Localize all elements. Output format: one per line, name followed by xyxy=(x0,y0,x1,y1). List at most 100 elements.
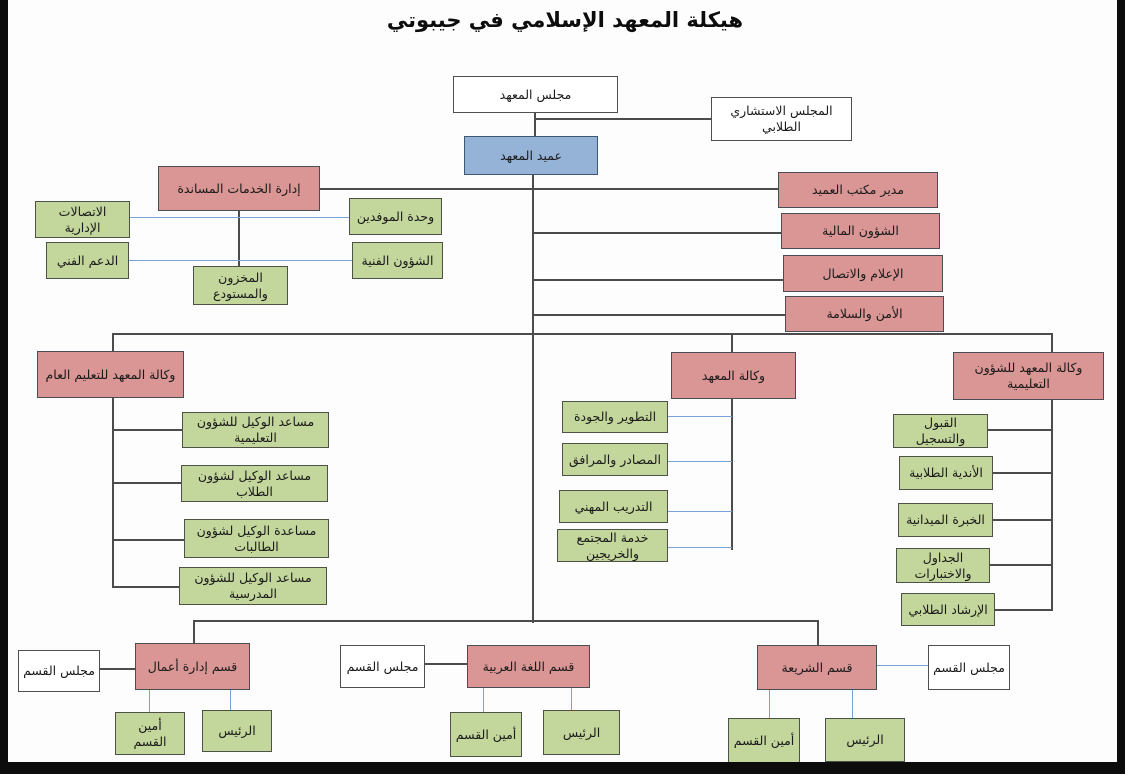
connector-line xyxy=(995,609,1053,611)
dept-sharia-label: قسم الشريعة xyxy=(781,659,853,675)
connector-line xyxy=(128,260,352,261)
agency-general-education-label: وكالة المعهد للتعليم العام xyxy=(45,366,176,382)
connector-line xyxy=(112,333,1053,335)
connector-line xyxy=(668,461,732,462)
institute-dean-label: عميد المعهد xyxy=(500,147,562,163)
schedules-exams-label: الجداول والاختبارات xyxy=(914,549,972,581)
student-clubs-box: الأندية الطلابية xyxy=(899,456,993,490)
technical-affairs-box: الشؤون الفنية xyxy=(352,242,443,279)
student-counseling-label: الإرشاد الطلابي xyxy=(908,601,988,617)
connector-line xyxy=(532,175,534,623)
inventory-warehouse-label: المخزون والمستودع xyxy=(213,269,268,301)
connector-line xyxy=(877,665,928,666)
admission-registration-label: القبول والتسجيل xyxy=(915,415,966,446)
connector-line xyxy=(533,232,781,234)
dept-arabic-language-box: قسم اللغة العربية xyxy=(467,645,590,688)
connector-line xyxy=(852,690,853,718)
connector-line xyxy=(425,663,467,665)
agency-general-education-box: وكالة المعهد للتعليم العام xyxy=(37,351,184,398)
student-advisory-council-box: المجلس الاستشاري الطلابي xyxy=(711,97,852,141)
connector-line xyxy=(668,547,732,548)
asst-agent-school-affairs-box: مساعد الوكيل للشؤون المدرسية xyxy=(179,567,327,605)
security-safety-box: الأمن والسلامة xyxy=(785,296,944,332)
dept-secretary-arabic-box: أمين القسم xyxy=(450,712,522,757)
dept-council-arabic-label: مجلس القسم xyxy=(346,658,419,674)
page-title: هيكلة المعهد الإسلامي في جيبوتي xyxy=(386,8,744,32)
connector-line xyxy=(731,333,733,353)
connector-line xyxy=(112,586,179,588)
connector-line xyxy=(769,690,770,718)
connector-line xyxy=(988,429,1053,431)
support-services-dept-label: إدارة الخدمات المساندة xyxy=(177,180,301,196)
institute-agency-box: وكالة المعهد xyxy=(671,352,796,399)
vocational-training-box: التدريب المهني xyxy=(559,490,668,523)
dean-office-director-label: مدير مكتب العميد xyxy=(811,182,905,198)
dept-head-business-label: الرئيس xyxy=(218,723,256,739)
dept-business-admin-label: قسم إدارة أعمال xyxy=(147,658,238,674)
connector-line xyxy=(112,482,181,484)
institute-council-label: مجلس المعهد xyxy=(499,86,572,102)
media-communication-box: الإعلام والاتصال xyxy=(783,255,943,292)
connector-line xyxy=(100,668,135,670)
chart-canvas xyxy=(8,0,1117,762)
admin-communications-box: الاتصالات الإدارية xyxy=(35,201,130,238)
student-clubs-label: الأندية الطلابية xyxy=(909,465,983,481)
dept-head-arabic-box: الرئيس xyxy=(543,710,620,755)
security-safety-label: الأمن والسلامة xyxy=(826,306,903,322)
connector-line xyxy=(320,188,778,190)
asst-agent-female-students-label: مساعدة الوكيل لشؤون الطالبات xyxy=(196,522,317,554)
dept-arabic-language-label: قسم اللغة العربية xyxy=(482,658,575,674)
asst-agent-student-affairs-label: مساعد الوكيل لشؤون الطلاب xyxy=(197,467,312,499)
connector-line xyxy=(817,620,819,645)
connector-line xyxy=(112,333,114,352)
financial-affairs-box: الشؤون المالية xyxy=(781,213,940,249)
connector-line xyxy=(668,416,732,417)
dept-council-arabic-box: مجلس القسم xyxy=(340,645,425,688)
connector-line xyxy=(112,429,182,431)
connector-line xyxy=(534,118,711,120)
resources-facilities-label: المصادر والمرافق xyxy=(568,451,662,467)
dept-secretary-arabic-label: أمين القسم xyxy=(455,726,517,742)
connector-line xyxy=(993,472,1053,474)
connector-line xyxy=(193,620,819,622)
institute-agency-label: وكالة المعهد xyxy=(701,367,766,383)
connector-line xyxy=(731,399,733,550)
dept-secretary-sharia-label: أمين القسم xyxy=(733,732,795,748)
dept-sharia-box: قسم الشريعة xyxy=(757,645,877,690)
student-counseling-box: الإرشاد الطلابي xyxy=(901,593,995,626)
connector-line xyxy=(112,539,184,541)
financial-affairs-label: الشؤون المالية xyxy=(822,223,899,239)
dept-council-business-label: مجلس القسم xyxy=(23,663,95,679)
connector-line xyxy=(533,314,785,316)
connector-line xyxy=(993,519,1053,521)
connector-line xyxy=(1051,333,1053,353)
connector-line xyxy=(534,112,536,137)
support-services-dept-box: إدارة الخدمات المساندة xyxy=(158,166,320,211)
community-graduates-service-box: خدمة المجتمع والخريجين xyxy=(557,529,668,562)
dept-council-sharia-box: مجلس القسم xyxy=(928,645,1010,690)
left-edge-bar xyxy=(0,0,8,774)
connector-line xyxy=(238,211,240,267)
student-advisory-council-label: المجلس الاستشاري الطلابي xyxy=(730,103,833,134)
field-experience-label: الخبرة الميدانية xyxy=(906,512,985,528)
connector-line xyxy=(129,217,349,218)
field-experience-box: الخبرة الميدانية xyxy=(898,503,993,537)
asst-agent-educational-affairs-label: مساعد الوكيل للشؤون التعليمية xyxy=(196,414,315,445)
development-quality-label: التطوير والجودة xyxy=(573,409,657,425)
connector-line xyxy=(990,564,1053,566)
envoys-unit-label: وحدة الموفدين xyxy=(356,208,435,224)
admin-communications-label: الاتصالات الإدارية xyxy=(58,203,107,235)
connector-line xyxy=(571,688,572,710)
connector-line xyxy=(149,690,150,712)
dept-head-business-box: الرئيس xyxy=(202,710,272,752)
inventory-warehouse-box: المخزون والمستودع xyxy=(193,266,288,305)
development-quality-box: التطوير والجودة xyxy=(562,401,668,433)
institute-council-box: مجلس المعهد xyxy=(453,76,618,113)
dept-head-arabic-label: الرئيس xyxy=(562,724,601,740)
agency-educational-affairs-label: وكالة المعهد للشؤون التعليمية xyxy=(974,360,1083,391)
media-communication-label: الإعلام والاتصال xyxy=(822,265,904,281)
resources-facilities-box: المصادر والمرافق xyxy=(562,443,668,476)
connector-line xyxy=(483,688,484,712)
connector-line xyxy=(668,511,732,512)
